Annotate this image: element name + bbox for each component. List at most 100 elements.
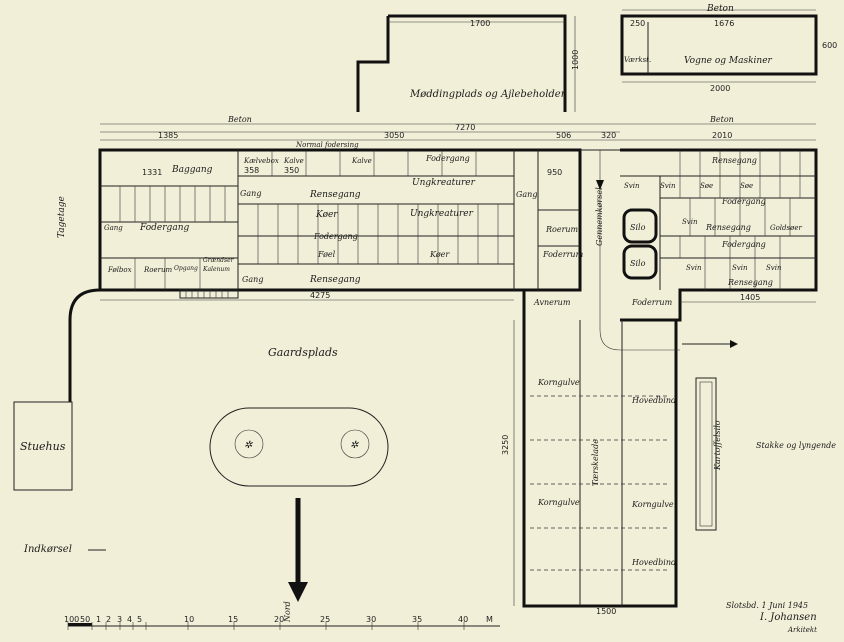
room-normal-fodersing: Normal fodersing (295, 141, 359, 149)
room-kalve-2: Kalve (351, 157, 372, 165)
tree-1-icon: ✲ (244, 440, 253, 451)
room-roerum-left: Roerum (143, 266, 172, 274)
scale-tick-5: 5 (137, 615, 142, 624)
scale-tick-10: 10 (184, 615, 194, 624)
room-graendser: Grændser (203, 257, 235, 264)
room-svin-2: Svin (660, 182, 676, 190)
scale-unit: M (486, 615, 493, 624)
north-arrow-icon (288, 582, 308, 602)
room-fodergang-left: Fodergang (139, 223, 189, 233)
room-goldsoer: Goldsøer (770, 224, 802, 232)
dim-7270: 7270 (455, 123, 475, 132)
room-rensegang-r2: Rensegang (705, 223, 751, 232)
dim-1676: 1676 (714, 19, 734, 28)
barn-korngulve-2: Korngulve (537, 498, 580, 507)
scale-tick-1: 1 (96, 615, 101, 624)
main-building (98, 148, 818, 322)
dim-4275: 4275 (310, 291, 330, 300)
dim-1385: 1385 (158, 131, 178, 140)
scale-tick-40: 40 (458, 615, 468, 624)
scale-tick-2: 2 (106, 615, 111, 624)
room-rensegang-r1: Rensegang (711, 156, 757, 165)
room-baggang: Baggang (171, 165, 213, 175)
dim-250: 250 (630, 19, 645, 28)
barn-korngulve-1: Korngulve (537, 378, 580, 387)
room-rensegang-bottom: Rensegang (309, 275, 361, 285)
scale-tick-3: 3 (117, 615, 122, 624)
room-gang-bottom: Gang (242, 275, 263, 284)
dim-506: 506 (556, 131, 571, 140)
room-ungkreaturer-top: Ungkreaturer (412, 178, 476, 188)
room-fodergang-mid: Fodergang (313, 232, 358, 241)
room-soe-1: Søe (700, 182, 713, 190)
room-fodergang-top: Fodergang (425, 154, 470, 163)
dim-950: 950 (547, 168, 562, 177)
room-silo-1: Silo (630, 223, 646, 232)
room-gang-left: Gang (240, 189, 261, 198)
site: Stuehus Gaardsplads ✲ ✲ Indkørsel Nord S… (13, 288, 836, 623)
barn: 3250 1500 Korngulve Hovedbind Tærskelade… (501, 150, 738, 616)
dim-1331: 1331 (142, 168, 162, 177)
room-fodergang-r2: Fodergang (721, 240, 766, 249)
dim-1500: 1500 (596, 607, 616, 616)
room-foderrum-right: Foderrum (631, 298, 673, 307)
scale-tick-4: 4 (127, 615, 132, 624)
scale-bar: 100 50 1 2 3 4 5 10 15 20 25 30 35 40 M (64, 615, 500, 630)
signature: Slotsbd. 1 Juni 1945 I. Johansen Arkitek… (726, 601, 817, 634)
tree-2-icon: ✲ (350, 440, 359, 451)
dim-1700: 1700 (470, 19, 490, 28)
beton-left: Beton (227, 115, 252, 124)
dim-358: 358 (244, 166, 259, 175)
room-rensegang-top: Rensegang (309, 190, 361, 200)
room-kalve-1: Kalve (283, 157, 304, 165)
site-gaardsplads: Gaardsplads (268, 346, 338, 359)
scale-tick-25: 25 (320, 615, 330, 624)
room-avnerum: Avnerum (533, 298, 571, 307)
dim-2010: 2010 (712, 131, 732, 140)
signature-title: Arkitekt (787, 626, 817, 634)
room-koelvebox: Kælvebox (243, 157, 279, 165)
barn-korngulve-3: Korngulve (631, 500, 674, 509)
signature-name: I. Johansen (759, 612, 817, 623)
vaerksted-label: Værkst. (624, 56, 651, 64)
site-stakke: Stakke og lyngende (756, 441, 836, 450)
room-gennemkorsel: Gennemkørsel (595, 187, 604, 246)
room-tagetage: Tagetage (57, 196, 67, 238)
dim-1000: 1000 (571, 50, 580, 70)
room-opgang: Opgang (174, 265, 198, 272)
room-silo-2: Silo (630, 259, 646, 268)
dim-2000: 2000 (710, 84, 730, 93)
room-svin-4: Svin (686, 264, 702, 272)
dim-3050: 3050 (384, 131, 404, 140)
bottom-dimensions: 4275 1405 (100, 291, 816, 303)
room-gang-small: Gang (104, 224, 123, 232)
top-dimensions: Beton Beton 7270 1385 3050 506 320 2010 (100, 115, 816, 141)
barn-kartoffelsilo: Kartoffelsilo (713, 420, 722, 471)
scale-tick-20: 20 (274, 615, 284, 624)
site-nord: Nord (283, 601, 292, 623)
room-roerum-mid: Roerum (545, 225, 579, 234)
dim-1405: 1405 (740, 293, 760, 302)
room-rensegang-r3: Rensegang (727, 278, 773, 287)
room-svin-5: Svin (732, 264, 748, 272)
vogne-block: Beton 250 1676 Værkst. Vogne og Maskiner… (620, 4, 837, 93)
dim-350: 350 (284, 166, 299, 175)
room-svin-6: Svin (766, 264, 782, 272)
dim-600: 600 (822, 41, 837, 50)
scale-tick-50: 50 (80, 615, 90, 624)
dim-320: 320 (601, 131, 616, 140)
silos (622, 208, 658, 280)
scale-tick-15: 15 (228, 615, 238, 624)
barn-hovedbind-2: Hovedbind (631, 558, 676, 567)
modding-block: 1700 1000 Møddingplads og Ajlebeholder (356, 14, 580, 112)
room-soe-2: Søe (740, 182, 753, 190)
scale-tick-30: 30 (366, 615, 376, 624)
beton-top-right: Beton (706, 4, 734, 14)
barn-torskelade: Tærskelade (591, 439, 600, 486)
scale-tick-35: 35 (412, 615, 422, 624)
room-svin-1: Svin (624, 182, 640, 190)
site-stuehus: Stuehus (20, 440, 66, 453)
beton-right: Beton (709, 115, 734, 124)
room-labels: 1331 Baggang Normal fodersing Kælvebox 3… (57, 141, 802, 307)
